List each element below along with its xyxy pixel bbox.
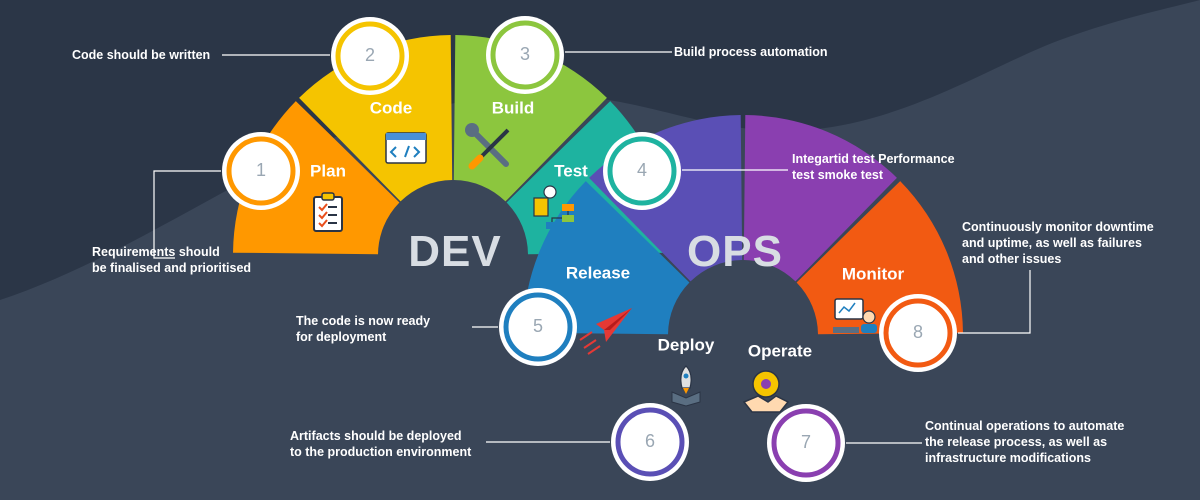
step-number: 1	[256, 160, 266, 180]
step-number: 6	[645, 431, 655, 451]
step-badge-inner	[616, 145, 668, 197]
step-badge-8: 8	[879, 294, 957, 372]
segment-build	[453, 35, 607, 202]
step-badge-ring	[503, 292, 573, 362]
dev-label: DEV	[408, 227, 501, 276]
step-number: 4	[637, 160, 647, 180]
step-number: 5	[533, 316, 543, 336]
step-badge-ring	[771, 408, 841, 478]
clipboard-checklist-icon	[313, 192, 343, 232]
step-badge-ring	[607, 136, 677, 206]
step-badge-ring	[615, 407, 685, 477]
stage-3-description-line-1: Build process automation	[674, 45, 828, 59]
step-badge-4: 4	[603, 132, 681, 210]
step-badge-3: 3	[486, 16, 564, 94]
stage-8-description-line-1: Continuously monitor downtime	[962, 220, 1154, 234]
leader-line-1	[153, 170, 221, 259]
segment-operate	[743, 115, 897, 282]
stage-4-description-line-2: test smoke test	[792, 168, 884, 182]
stage-6-description-line-2: to the production environment	[290, 445, 472, 459]
stage-7-description-line-3: infrastructure modifications	[925, 451, 1091, 465]
stage-5-description-line-1: The code is now ready	[296, 314, 431, 328]
segment-operate-title: Operate	[748, 341, 812, 360]
stage-6-description: Artifacts should be deployed to the prod…	[290, 428, 471, 460]
step-badge-2: 2	[331, 17, 409, 95]
step-badge-6: 6	[611, 403, 689, 481]
stage-1-description: Requirements should be finalised and pri…	[92, 244, 251, 276]
step-badge-inner	[235, 145, 287, 197]
rocket-box-icon	[671, 365, 701, 407]
ops-label: OPS	[687, 227, 783, 276]
segment-build-title: Build	[492, 98, 535, 117]
step-badge-inner	[512, 301, 564, 353]
stage-4-description-line-1: Integartid test Performance	[792, 152, 955, 166]
code-window-icon	[385, 132, 427, 164]
step-number: 3	[520, 44, 530, 64]
stage-7-description: Continual operations to automate the rel…	[925, 418, 1124, 466]
stage-7-description-line-2: the release process, as well as	[925, 435, 1108, 449]
stage-1-description-line-2: be finalised and prioritised	[92, 261, 252, 275]
stage-5-description-line-2: for deployment	[296, 330, 387, 344]
stage-8-description: Continuously monitor downtime and uptime…	[962, 219, 1154, 267]
segment-plan-title: Plan	[310, 161, 346, 180]
segment-monitor-title: Monitor	[842, 264, 905, 283]
step-number: 8	[913, 322, 923, 342]
step-badge-ring	[335, 21, 405, 91]
step-badge-inner	[344, 30, 396, 82]
step-badge-ring	[490, 20, 560, 90]
stage-7-description-line-1: Continual operations to automate	[925, 419, 1125, 433]
stage-6-description-line-1: Artifacts should be deployed	[290, 429, 462, 443]
stage-3-description: Build process automation	[674, 44, 828, 60]
step-badge-7: 7	[767, 404, 845, 482]
handshake-gear-icon	[742, 370, 790, 413]
step-number: 7	[801, 432, 811, 452]
step-badge-inner	[892, 307, 944, 359]
stage-8-description-line-2: and uptime, as well as failures	[962, 236, 1142, 250]
leader-line-8	[958, 270, 1031, 334]
step-badge-ring	[226, 136, 296, 206]
segment-deploy-title: Deploy	[658, 335, 715, 354]
step-badge-1: 1	[222, 132, 300, 210]
test-flowchart-icon	[533, 185, 574, 229]
stage-2-description: Code should be written	[72, 47, 210, 63]
stage-1-description-line-1: Requirements should	[92, 245, 220, 259]
stage-5-description: The code is now ready for deployment	[296, 313, 430, 345]
segment-release-title: Release	[566, 263, 630, 282]
segment-test-title: Test	[554, 161, 588, 180]
wrench-screwdriver-icon	[465, 123, 510, 170]
stage-2-description-line-1: Code should be written	[72, 48, 211, 62]
stage-8-description-line-3: and other issues	[962, 252, 1062, 266]
stage-4-description: Integartid test Performance test smoke t…	[792, 151, 955, 183]
paper-plane-icon	[579, 308, 632, 355]
step-badge-inner	[624, 416, 676, 468]
monitor-dashboard-icon	[833, 298, 877, 333]
segment-code-title: Code	[370, 98, 413, 117]
step-badge-inner	[780, 417, 832, 469]
step-badge-5: 5	[499, 288, 577, 366]
step-badge-inner	[499, 29, 551, 81]
step-number: 2	[365, 45, 375, 65]
step-badge-ring	[883, 298, 953, 368]
